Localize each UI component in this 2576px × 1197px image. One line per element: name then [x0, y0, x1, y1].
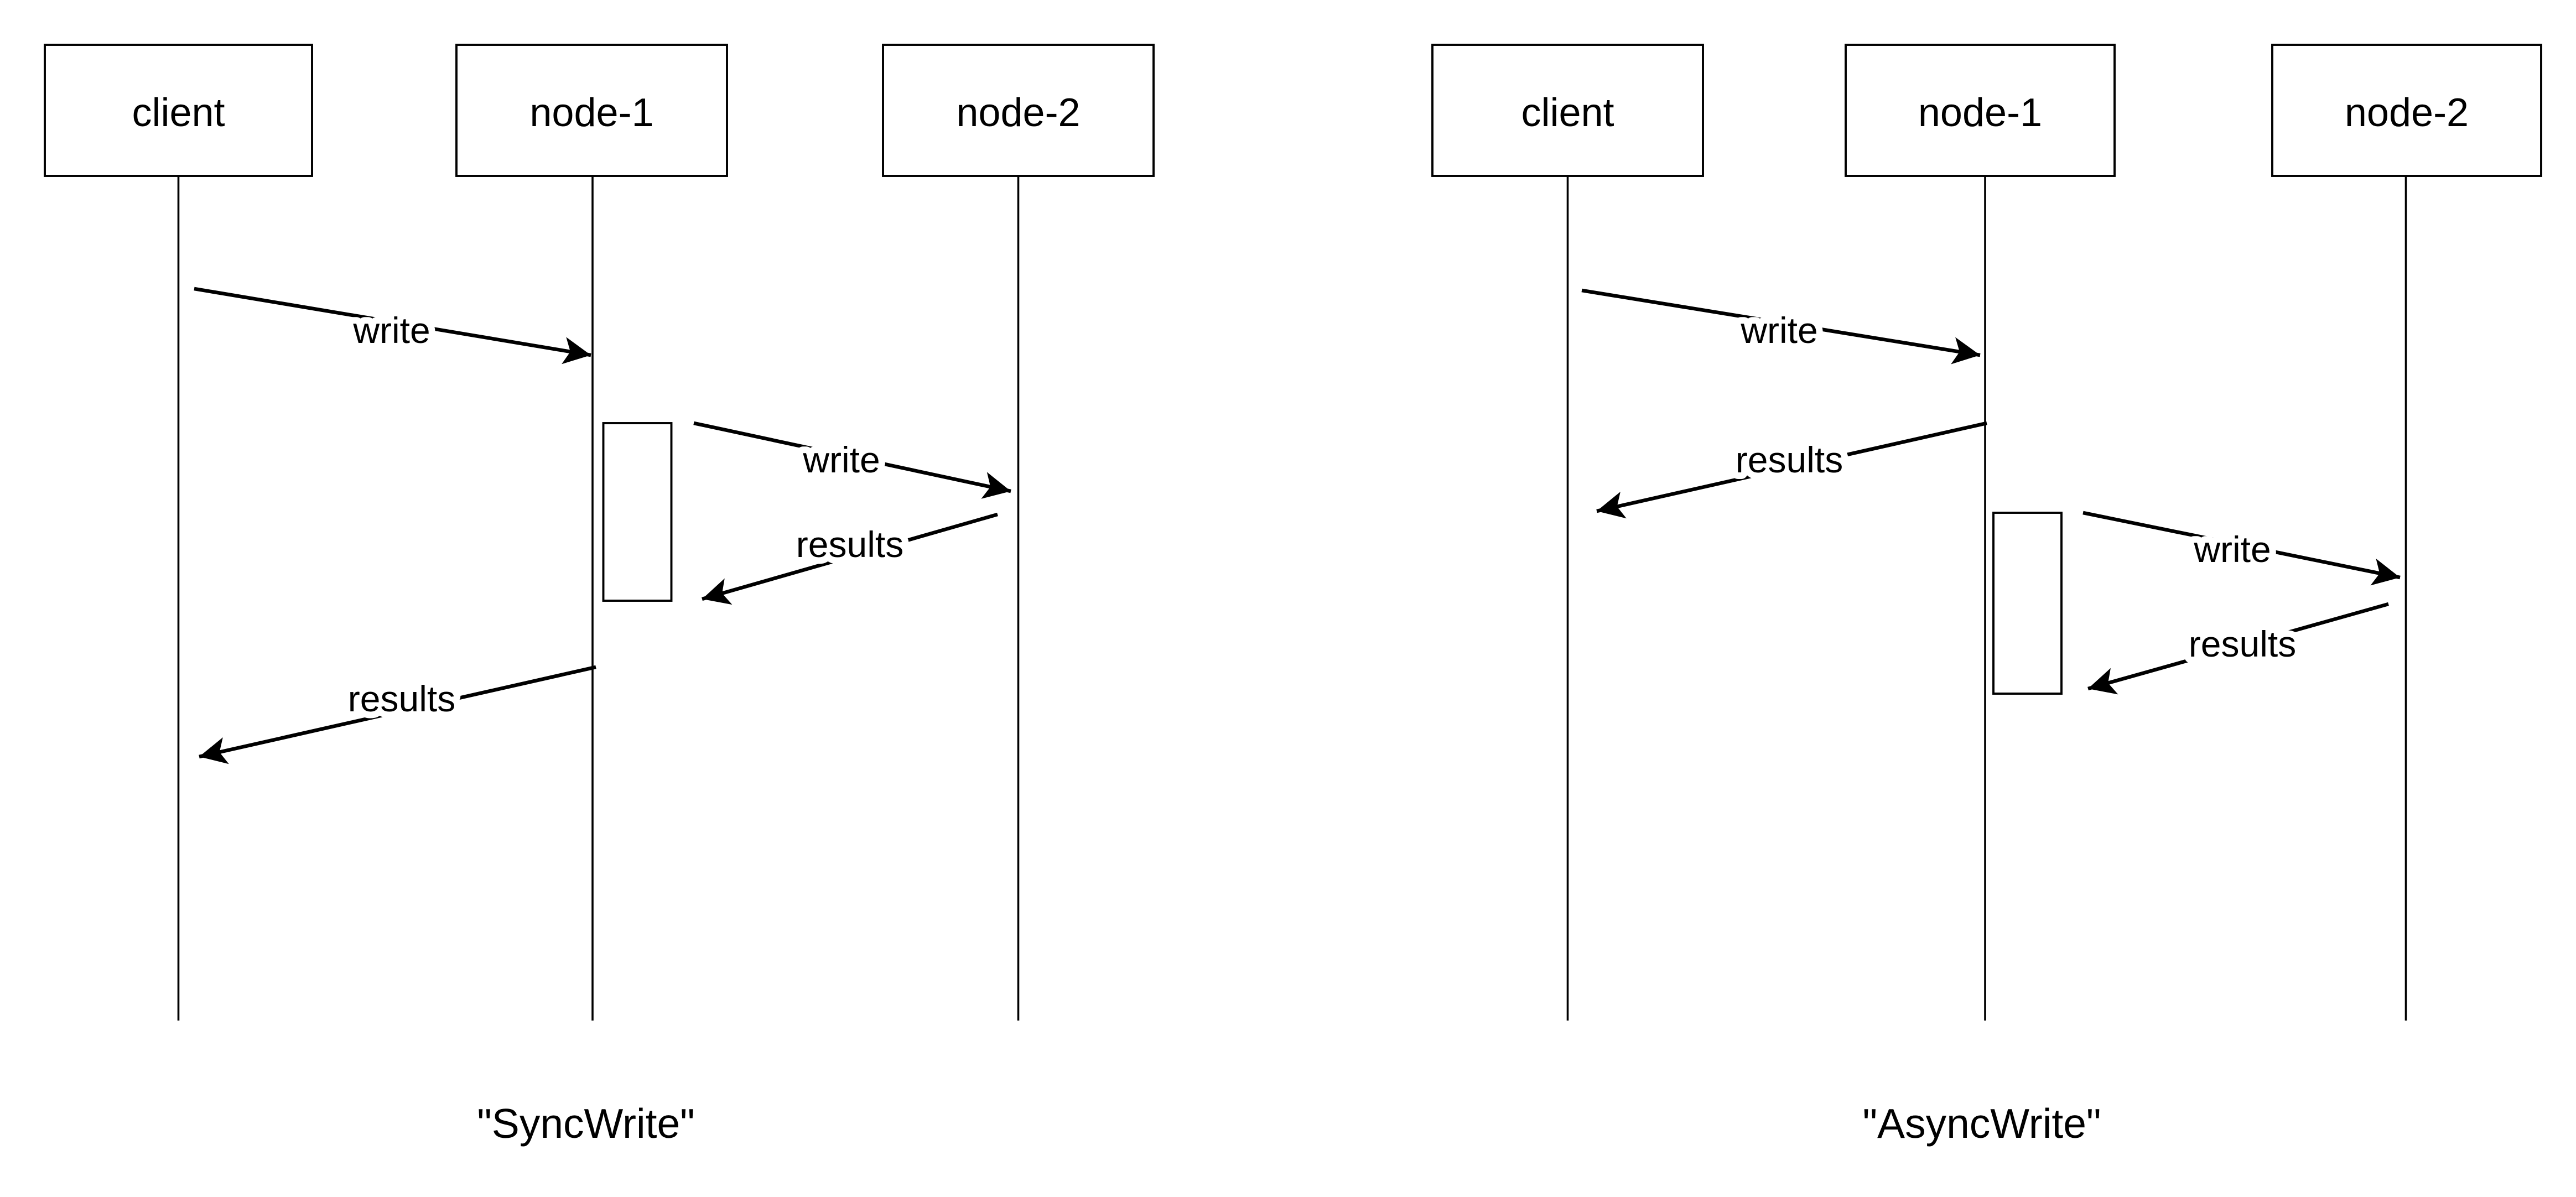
message-arrow — [194, 287, 591, 365]
actor-node-2: node-2 — [2271, 44, 2542, 1021]
actor-label-node-1: node-1 — [529, 91, 653, 135]
message-arrow — [2082, 511, 2401, 586]
message-arrow — [693, 421, 1011, 499]
message-results-node-1-to-client: results — [199, 665, 596, 764]
diagram-caption-asyncwrite: "AsyncWrite" — [1862, 1100, 2101, 1147]
message-write-client-to-node-1: write — [1581, 288, 1981, 365]
message-results-node-2-to-node-1: results — [702, 512, 998, 605]
message-label: write — [802, 439, 880, 480]
actor-node-1: node-1 — [455, 44, 728, 1021]
message-label: results — [796, 524, 903, 565]
message-label: results — [2189, 623, 2296, 664]
message-arrow — [1581, 288, 1981, 365]
syncwrite-diagram: client node-1 node-2 write write results — [44, 44, 1155, 1147]
message-results-node-2-to-node-1: results — [2087, 602, 2389, 695]
actor-label-node-1: node-1 — [1918, 91, 2042, 135]
message-arrow — [702, 512, 998, 605]
actor-label-client: client — [132, 91, 225, 135]
actor-box-client — [44, 44, 313, 177]
message-label: write — [1740, 310, 1817, 351]
activation-bar-node-1 — [602, 422, 673, 602]
actor-client: client — [44, 44, 313, 1021]
asyncwrite-diagram: client node-1 node-2 write results write — [1431, 44, 2542, 1147]
actor-node-2: node-2 — [882, 44, 1155, 1021]
actor-box-node-1 — [455, 44, 728, 177]
message-arrow — [1596, 421, 1987, 519]
message-write-node-1-to-node-2: write — [2082, 511, 2401, 586]
message-label: write — [2193, 529, 2271, 570]
actor-node-1: node-1 — [1845, 44, 2116, 1021]
message-write-client-to-node-1: write — [194, 287, 591, 365]
activation-bar-node-1 — [1992, 512, 2063, 695]
actor-client: client — [1431, 44, 1704, 1021]
message-results-node-1-to-client: results — [1596, 421, 1987, 519]
message-arrow — [199, 665, 596, 764]
message-label: write — [352, 310, 430, 351]
message-arrow — [2087, 602, 2389, 695]
actor-box-client — [1431, 44, 1704, 177]
actor-box-node-2 — [2271, 44, 2542, 177]
diagram-caption-syncwrite: "SyncWrite" — [477, 1100, 695, 1147]
message-label: results — [1736, 439, 1843, 480]
message-write-node-1-to-node-2: write — [693, 421, 1011, 499]
message-label: results — [348, 678, 455, 719]
actor-box-node-2 — [882, 44, 1155, 177]
actor-label-node-2: node-2 — [2345, 91, 2469, 135]
actor-box-node-1 — [1845, 44, 2116, 177]
actor-label-client: client — [1521, 91, 1614, 135]
actor-label-node-2: node-2 — [956, 91, 1080, 135]
